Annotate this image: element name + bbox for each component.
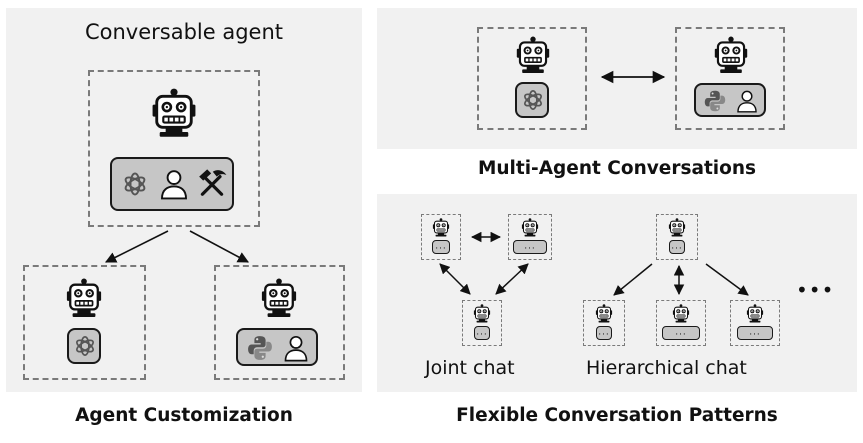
conversation-patterns-caption: Flexible Conversation Patterns	[456, 405, 778, 426]
capability-pill	[694, 83, 766, 117]
pill-text: ...	[524, 241, 536, 252]
mini-pill: ...	[596, 326, 612, 340]
pill-text: ...	[675, 327, 687, 338]
joint-agent-c	[462, 300, 502, 346]
customized-agent-llm-box	[23, 265, 146, 380]
hier-arrow-left	[613, 263, 653, 296]
pill-text: ...	[476, 327, 488, 338]
agent-customization-caption: Agent Customization	[75, 405, 293, 426]
pill-text: ...	[435, 241, 447, 252]
hierarchical-root-agent	[656, 214, 698, 260]
pill-text: ...	[598, 327, 610, 338]
arrow-to-left-agent	[104, 230, 169, 263]
mini-pill: ...	[432, 240, 450, 254]
conversable-agent-box	[88, 70, 260, 227]
joint-agent-b	[508, 214, 552, 260]
mini-pill: ...	[474, 326, 490, 340]
joint-arrow-ac	[439, 263, 471, 295]
capability-pill	[67, 328, 101, 364]
capability-pill	[515, 82, 549, 118]
capability-pill	[110, 157, 234, 211]
hierarchical-child-middle	[656, 300, 706, 346]
mini-pill: ...	[662, 326, 700, 340]
pill-text: ...	[749, 327, 761, 338]
hierarchical-child-right	[730, 300, 780, 346]
joint-chat-label: Joint chat	[425, 357, 515, 379]
capability-pill	[236, 328, 318, 366]
mini-pill: ...	[513, 240, 547, 254]
joint-agent-a	[421, 214, 461, 260]
multi-agent-caption: Multi-Agent Conversations	[477, 158, 757, 179]
arrow-to-right-agent	[189, 230, 249, 263]
hier-arrow-right	[705, 263, 749, 296]
customized-agent-code-human-box	[214, 265, 345, 380]
mini-pill: ...	[669, 240, 685, 254]
pill-text: ...	[671, 241, 683, 252]
hierarchical-chat-label: Hierarchical chat	[586, 357, 747, 379]
ellipsis-more-patterns: •••	[796, 278, 835, 302]
hierarchical-child-left	[583, 300, 625, 346]
mini-pill: ...	[737, 326, 773, 340]
multi-agent-left-box	[477, 27, 587, 130]
joint-arrow-bc	[495, 263, 529, 295]
multi-agent-right-box	[675, 27, 785, 130]
conversable-agent-title: Conversable agent	[84, 20, 284, 44]
